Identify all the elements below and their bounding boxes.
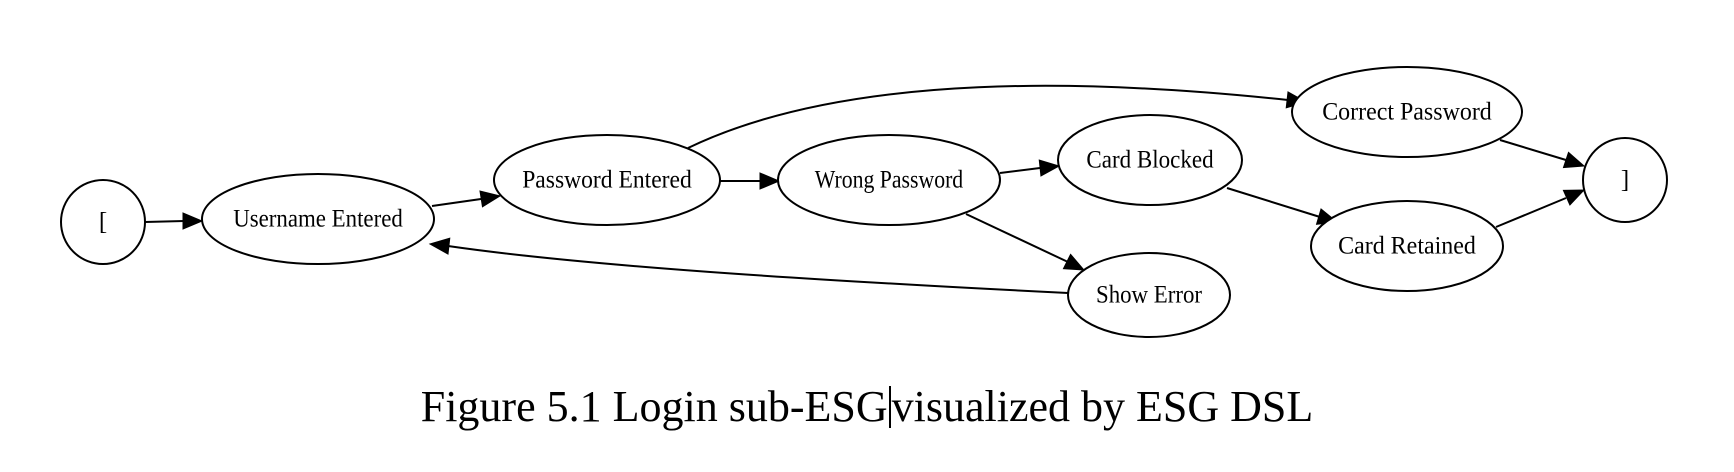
node-label: Correct Password xyxy=(1322,99,1492,126)
node-label: Password Entered xyxy=(522,167,692,194)
arrowhead xyxy=(759,172,781,190)
edge-line xyxy=(144,220,185,223)
edge-line xyxy=(447,245,1069,294)
edge-password-entered-to-wrong-password xyxy=(720,172,781,190)
edge-show-error-to-username-entered xyxy=(428,237,1069,294)
arrowhead xyxy=(1562,151,1586,169)
node-ellipse xyxy=(493,134,721,226)
node-start: [ xyxy=(60,179,146,265)
edge-card-blocked-to-card-retained xyxy=(1226,187,1339,225)
node-ellipse xyxy=(60,179,146,265)
node-ellipse xyxy=(201,173,435,265)
node-label: [ xyxy=(99,209,107,236)
node-username-entered: Username Entered xyxy=(201,173,435,265)
node-ellipse xyxy=(1291,66,1523,158)
node-label: Card Blocked xyxy=(1086,147,1214,174)
node-card-blocked: Card Blocked xyxy=(1057,114,1243,206)
edge-line xyxy=(999,167,1041,174)
arrowhead xyxy=(1562,189,1586,206)
edge-line xyxy=(965,213,1069,263)
node-ellipse xyxy=(1067,252,1231,338)
node-show-error: Show Error xyxy=(1067,252,1231,338)
edge-correct-password-to-end xyxy=(1499,139,1586,169)
edge-username-entered-to-password-entered xyxy=(431,190,502,208)
caption-text-before-cursor: Figure 5.1 Login sub-ESG xyxy=(420,382,888,431)
node-end: ] xyxy=(1582,137,1668,223)
node-label: Card Retained xyxy=(1338,233,1476,260)
node-ellipse xyxy=(1310,200,1504,292)
edge-line xyxy=(1499,139,1567,161)
node-label: Username Entered xyxy=(233,206,403,233)
arrowhead xyxy=(1062,253,1086,271)
node-wrong-password: Wrong Password xyxy=(777,134,1001,226)
edge-line xyxy=(1495,197,1567,228)
edge-start-to-username-entered xyxy=(144,212,204,230)
node-correct-password: Correct Password xyxy=(1291,66,1523,158)
node-label: ] xyxy=(1621,167,1629,194)
node-password-entered: Password Entered xyxy=(493,134,721,226)
arrowhead xyxy=(1038,159,1061,177)
text-cursor xyxy=(888,386,891,428)
caption-text-after-cursor: visualized by ESG DSL xyxy=(891,382,1314,431)
edge-line xyxy=(687,84,1289,149)
node-ellipse xyxy=(777,134,1001,226)
node-card-retained: Card Retained xyxy=(1310,200,1504,292)
edge-card-retained-to-end xyxy=(1495,189,1586,228)
arrowhead xyxy=(182,212,204,230)
arrowhead xyxy=(428,237,451,255)
node-ellipse xyxy=(1057,114,1243,206)
edge-line xyxy=(1226,187,1321,218)
node-label: Show Error xyxy=(1096,282,1203,309)
edges-layer xyxy=(144,84,1586,294)
edge-wrong-password-to-card-blocked xyxy=(999,159,1061,177)
nodes-layer: [ Username Entered Password Entered Wrong P… xyxy=(60,66,1668,338)
node-label: Wrong Password xyxy=(815,167,964,194)
figure-caption: Figure 5.1 Login sub-ESGvisualized by ES… xyxy=(0,382,1734,432)
arrowhead xyxy=(479,190,502,208)
edge-line xyxy=(431,198,482,207)
edge-wrong-password-to-show-error xyxy=(965,213,1086,271)
node-ellipse xyxy=(1582,137,1668,223)
